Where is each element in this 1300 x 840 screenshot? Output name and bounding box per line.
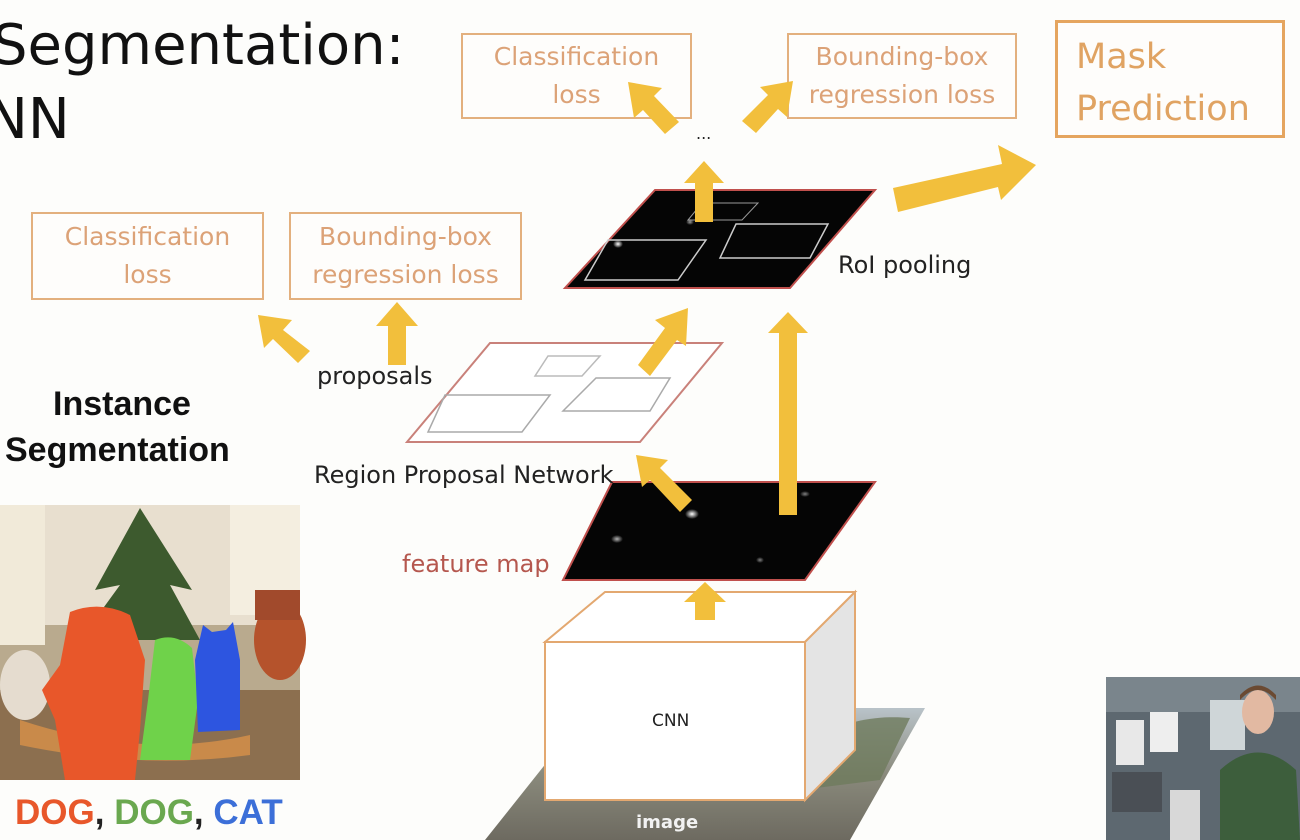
arrow-roi-to-heads — [684, 161, 724, 222]
roi-pooling-plane — [562, 189, 878, 289]
dog-mask-green — [140, 637, 198, 760]
image-label: image — [636, 812, 699, 833]
arrow-to-rpn-classification — [258, 315, 310, 363]
proposals-label: proposals — [317, 362, 433, 390]
class-labels: DOG, DOG, CAT — [15, 793, 283, 833]
class-label-cat: CAT — [213, 793, 283, 832]
rpn-bbox-loss-line2: regression loss — [312, 260, 499, 289]
arrow-featuremap-to-rpn — [636, 455, 692, 512]
rpn-label: Region Proposal Network — [314, 461, 614, 489]
proposal-box-3 — [561, 377, 672, 412]
instance-title-line2: Segmentation — [5, 431, 230, 469]
class-separator-2: , — [193, 793, 214, 832]
arrow-to-head-classification — [628, 82, 679, 134]
mask-prediction-line2: Prediction — [1076, 89, 1250, 129]
head-classification-loss-line2: loss — [552, 80, 601, 109]
instance-title-line1: Instance — [53, 385, 191, 423]
feature-map-label: feature map — [402, 550, 550, 578]
feature-map-plane — [561, 481, 877, 581]
head-bbox-loss-line1: Bounding-box — [815, 42, 989, 71]
head-classification-loss-line1: Classification — [493, 42, 660, 71]
roi-box-1 — [583, 239, 708, 281]
rpn-bbox-loss-line1: Bounding-box — [319, 222, 492, 251]
roi-box-2 — [718, 223, 830, 259]
roi-box-3 — [686, 202, 760, 221]
arrow-to-head-bbox — [742, 81, 793, 133]
arrow-cnn-to-featuremap — [684, 582, 726, 620]
region-proposal-plane — [404, 342, 725, 443]
rpn-classification-loss-box: Classification loss — [31, 212, 264, 300]
rpn-classification-loss-line1: Classification — [64, 222, 231, 251]
rpn-classification-loss-line2: loss — [123, 260, 172, 289]
class-label-dog-2: DOG — [114, 793, 194, 832]
cnn-box-front — [544, 641, 806, 801]
slide-title-line1: Segmentation: — [0, 13, 405, 78]
head-bbox-loss-line2: regression loss — [808, 80, 996, 109]
arrow-featuremap-to-roi — [768, 312, 808, 515]
proposal-box-1 — [426, 394, 552, 433]
arrow-rpn-to-roi — [638, 308, 688, 376]
class-label-dog-1: DOG — [15, 793, 95, 832]
instance-segmentation-photo — [0, 505, 306, 780]
class-separator-1: , — [94, 793, 115, 832]
head-bbox-loss-box: Bounding-box regression loss — [787, 33, 1017, 119]
mask-prediction-box: Mask Prediction — [1055, 20, 1285, 138]
cat-mask-blue — [195, 622, 240, 732]
roi-pooling-label: RoI pooling — [838, 251, 972, 279]
dog-mask-orange — [42, 606, 145, 780]
arrow-to-mask-prediction — [893, 145, 1036, 212]
mask-prediction-line1: Mask — [1076, 37, 1167, 77]
slide-title-line2: NN — [0, 87, 70, 152]
proposal-box-2 — [533, 355, 602, 377]
arrow-to-rpn-bbox — [376, 302, 418, 365]
presenter-video-inset — [1106, 677, 1300, 840]
head-losses-ellipsis: ... — [696, 124, 712, 143]
rpn-bbox-loss-box: Bounding-box regression loss — [289, 212, 522, 300]
cnn-label: CNN — [652, 711, 690, 731]
